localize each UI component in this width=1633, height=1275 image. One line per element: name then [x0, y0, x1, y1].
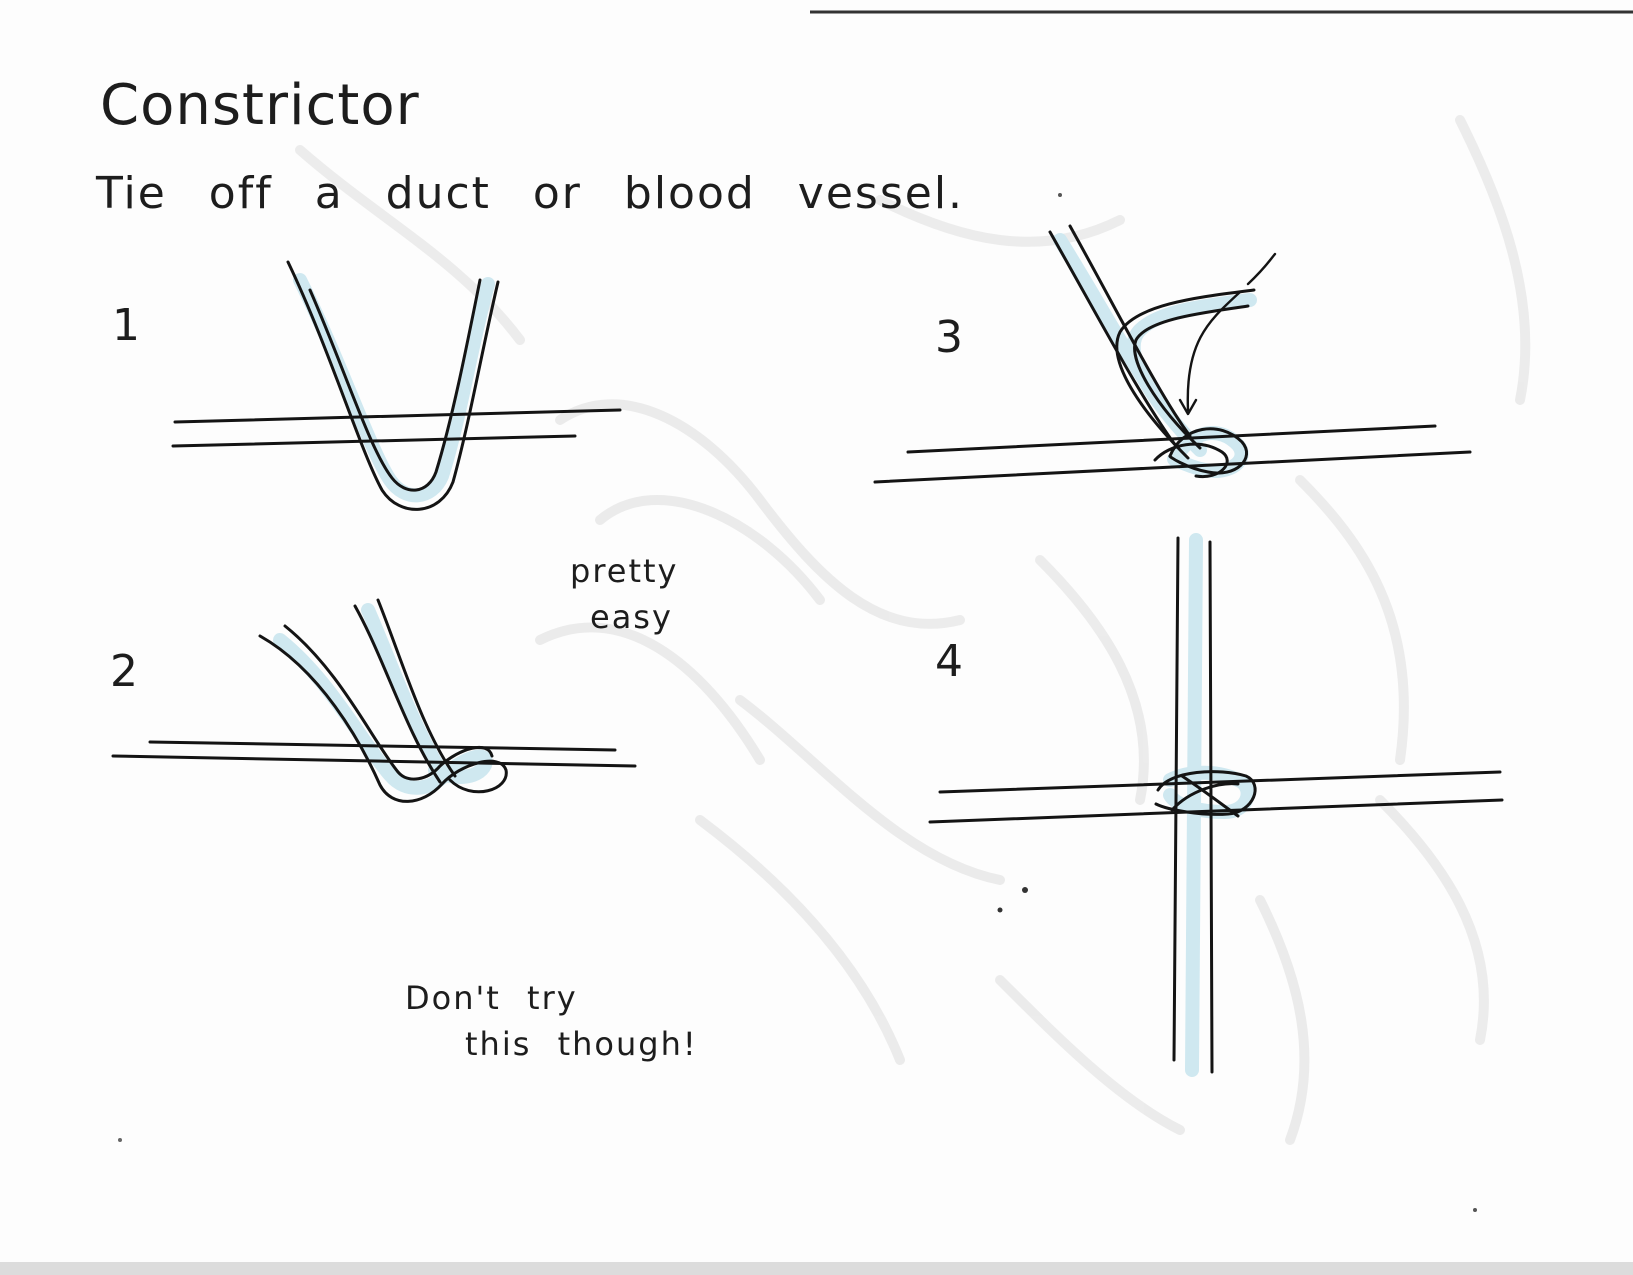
knot-step-3-illustration — [873, 224, 1472, 484]
page-title: Constrictor — [100, 73, 420, 138]
note-pretty-easy-line-2: easy — [590, 598, 673, 637]
step-2-number: 2 — [110, 646, 138, 697]
step-4-number: 4 — [935, 636, 963, 687]
knot-step-1-illustration — [171, 260, 622, 511]
note-warning-line-1: Don't try — [405, 979, 578, 1017]
step-3-number: 3 — [935, 312, 963, 363]
scan-bottom-edge — [0, 1262, 1633, 1275]
note-pretty-easy: pretty easy — [570, 548, 678, 641]
note-pretty-easy-line-1: pretty — [570, 552, 679, 590]
knot-step-4-illustration — [928, 533, 1504, 1077]
note-warning: Don't try this though! — [405, 975, 698, 1068]
step-1-number: 1 — [112, 300, 140, 351]
note-warning-line-2: this though! — [465, 1025, 698, 1064]
knot-step-2-illustration — [111, 598, 637, 803]
page-subtitle: Tie off a duct or blood vessel. — [96, 168, 965, 219]
